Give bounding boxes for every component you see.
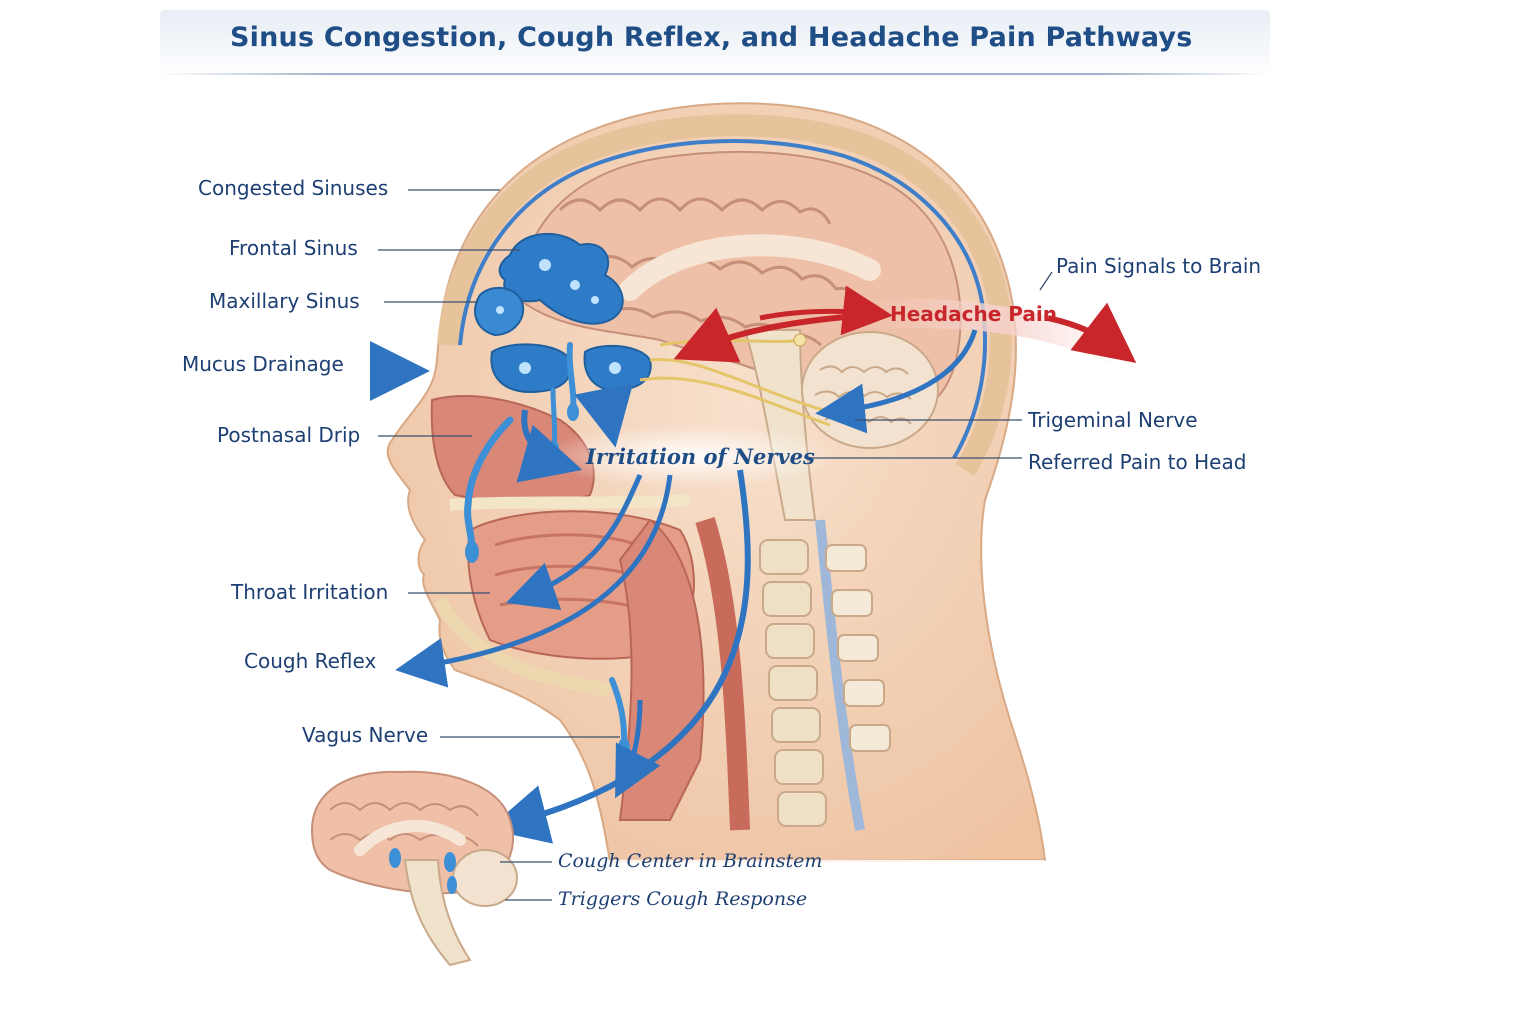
frontal-sinus: [474, 232, 624, 337]
label-cough-reflex: Cough Reflex: [244, 649, 377, 673]
cervical-spine: [759, 519, 891, 831]
headache-pain-arrows: [673, 285, 1137, 364]
label-triggers-cough: Triggers Cough Response: [558, 888, 808, 910]
label-congested-sinuses: Congested Sinuses: [198, 176, 389, 200]
label-headache-pain: Headache Pain: [890, 302, 1057, 326]
cough-pathway-arrows: [370, 329, 978, 844]
leader-lines: [378, 189, 1053, 901]
label-mucus-drainage: Mucus Drainage: [182, 352, 344, 376]
label-frontal-sinus: Frontal Sinus: [229, 236, 358, 260]
label-irritation-of-nerves: Irritation of Nerves: [586, 444, 815, 469]
label-referred-pain: Referred Pain to Head: [1028, 450, 1247, 474]
brain-inset: [310, 770, 518, 967]
headache-glow: [870, 298, 1120, 365]
label-trigeminal-nerve: Trigeminal Nerve: [1028, 408, 1198, 432]
skull-outline: [437, 114, 1012, 476]
label-pain-signals: Pain Signals to Brain: [1056, 254, 1262, 278]
title-band: [160, 10, 1270, 76]
label-maxillary-sinus: Maxillary Sinus: [209, 289, 360, 313]
label-postnasal-drip: Postnasal Drip: [217, 423, 361, 447]
meninges-vessel: [458, 139, 988, 460]
title-rule: [160, 73, 1270, 75]
label-vagus-nerve: Vagus Nerve: [302, 723, 429, 747]
label-cough-center: Cough Center in Brainstem: [558, 850, 823, 872]
page-title: Sinus Congestion, Cough Reflex, and Head…: [230, 22, 1193, 53]
label-throat-irritation: Throat Irritation: [231, 580, 389, 604]
